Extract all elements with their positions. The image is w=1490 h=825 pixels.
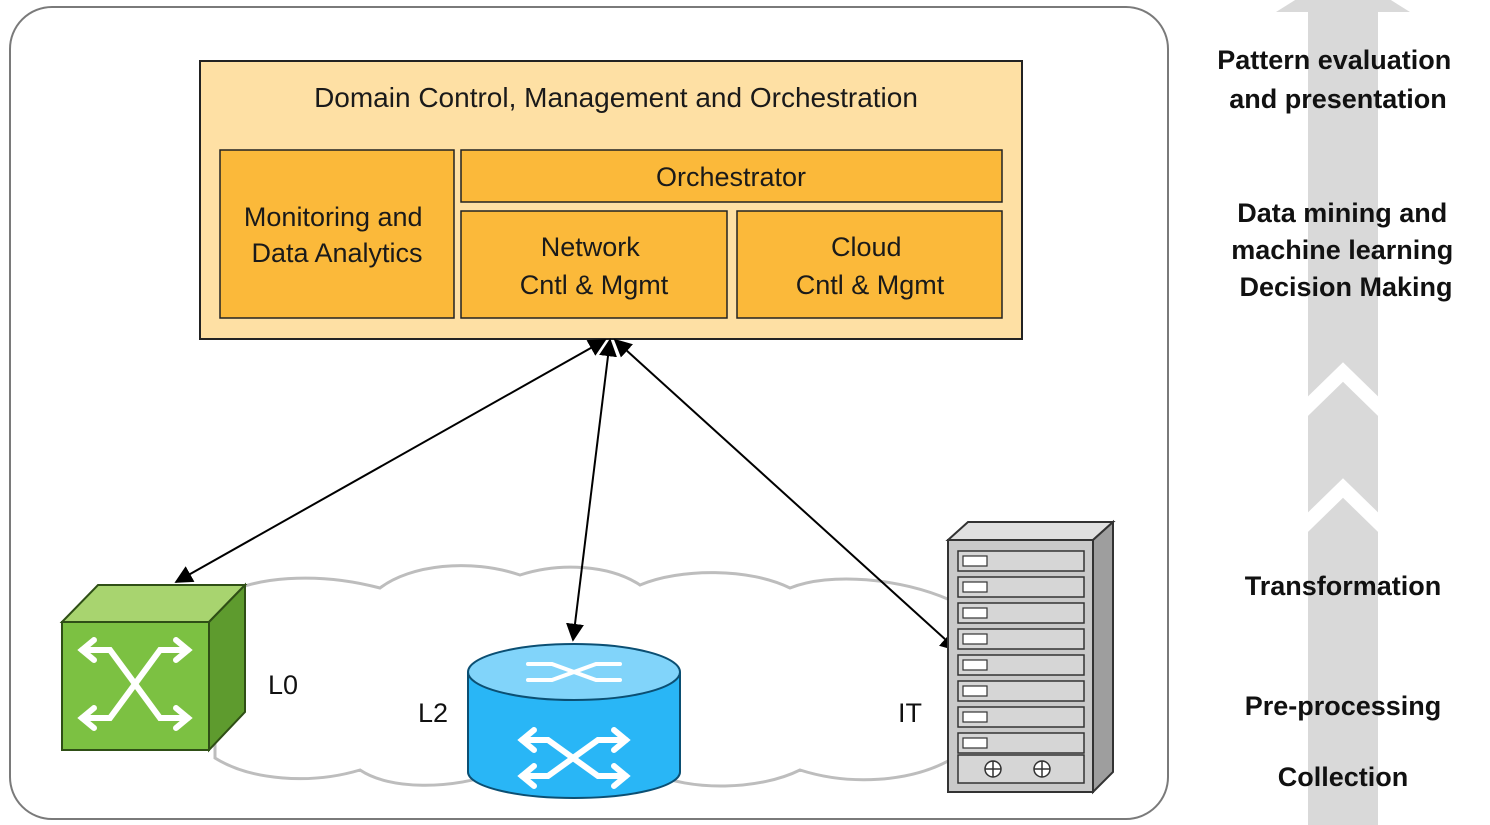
orchestrator-box <box>460 149 1003 203</box>
drive-bay-icon <box>962 659 988 671</box>
server-slot <box>957 732 1085 754</box>
process-arrow-band <box>1276 0 1410 825</box>
crossover-arrows-icon <box>77 637 193 731</box>
network-label: Network Cntl & Mgmt <box>520 232 669 300</box>
drive-bay-icon <box>962 685 988 697</box>
server-slots <box>957 550 1085 754</box>
server-slot <box>957 550 1085 572</box>
crossover-arrows-icon <box>517 727 631 789</box>
server-slot <box>957 706 1085 728</box>
network-box <box>460 210 728 319</box>
monitoring-label: Monitoring and Data Analytics <box>244 202 430 268</box>
l0-label: L0 <box>268 670 298 700</box>
server-slot <box>957 602 1085 624</box>
router-body <box>467 672 681 799</box>
drive-bay-icon <box>962 581 988 593</box>
router-top-arrows-icon <box>526 662 622 682</box>
l0-switch-icon <box>59 582 248 753</box>
cloud-label: Cloud Cntl & Mgmt <box>796 232 945 300</box>
stage-label-data-mining: Data mining and machine learning Decisio… <box>1231 198 1461 302</box>
stage-label-pre-processing: Pre-processing <box>1245 691 1442 721</box>
it-label: IT <box>898 698 922 728</box>
server-slot <box>957 576 1085 598</box>
l2-label: L2 <box>418 698 448 728</box>
chevron-up-icon <box>1297 362 1389 418</box>
domain-control-title: Domain Control, Management and Orchestra… <box>314 82 918 113</box>
process-arrow-shaft <box>1308 0 1378 825</box>
l2-router-icon <box>467 643 681 799</box>
server-slot <box>957 654 1085 676</box>
drive-bay-icon <box>962 633 988 645</box>
stage-label-pattern-evaluation: Pattern evaluation and presentation <box>1217 45 1459 114</box>
monitoring-box <box>219 149 455 319</box>
process-arrow-head <box>1276 0 1410 12</box>
connector-arrow-it <box>613 338 959 652</box>
server-top-face <box>945 521 1116 541</box>
stage-label-transformation: Transformation <box>1245 571 1442 601</box>
connector-arrow-l2 <box>566 338 617 642</box>
chevron-up-icon <box>1297 478 1389 534</box>
server-base-panel <box>957 754 1085 784</box>
it-server-icon <box>945 519 1116 795</box>
orchestrator-label: Orchestrator <box>656 162 806 192</box>
drive-bay-icon <box>962 555 988 567</box>
server-side-face <box>1092 519 1114 795</box>
drive-bay-icon <box>962 607 988 619</box>
drive-bay-icon <box>962 711 988 723</box>
server-slot <box>957 680 1085 702</box>
connector-arrow-l0 <box>174 339 607 583</box>
server-slot <box>957 628 1085 650</box>
drive-bay-icon <box>962 737 988 749</box>
stage-label-collection: Collection <box>1278 762 1409 792</box>
cloud-box <box>736 210 1003 319</box>
